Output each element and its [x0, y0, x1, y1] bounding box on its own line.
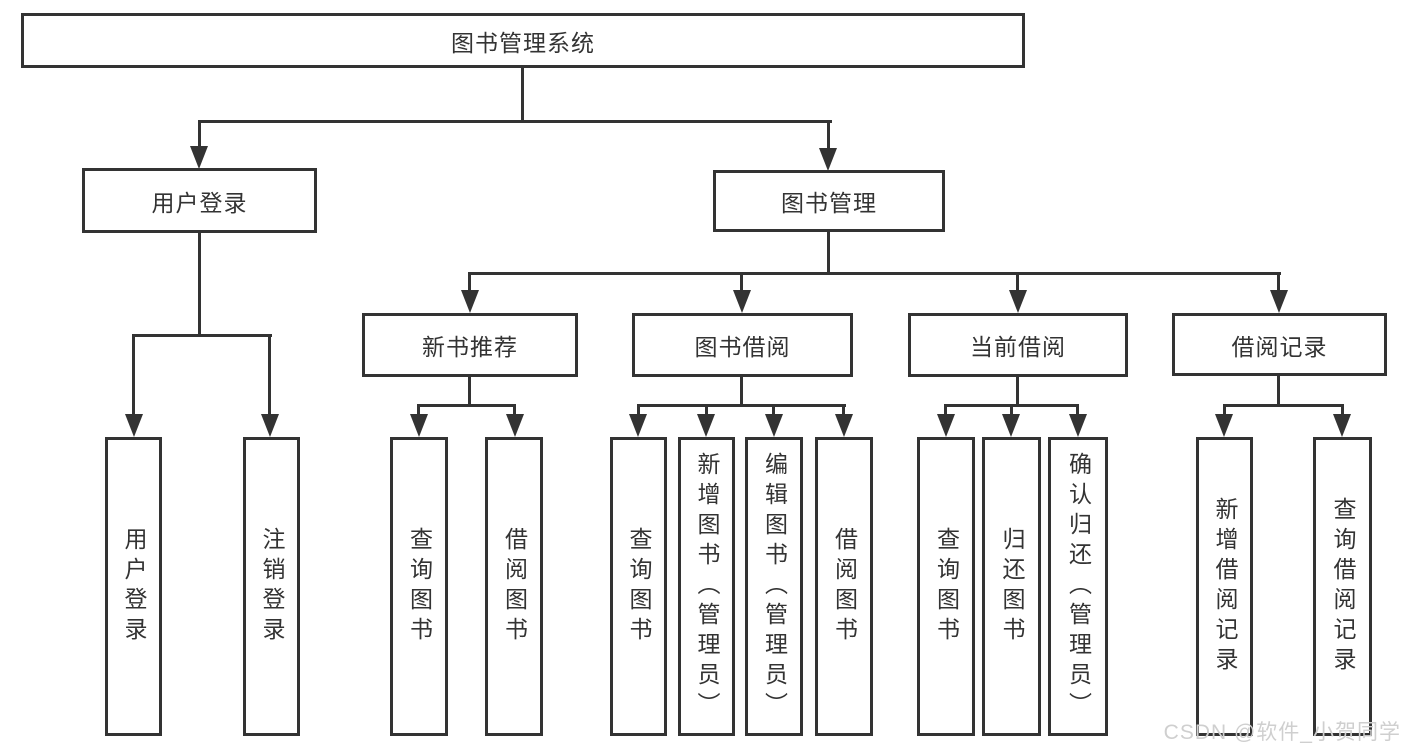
arrow-down-icon	[937, 414, 955, 437]
connector-borrow-drop	[740, 377, 743, 406]
arrow-down-icon	[1069, 414, 1087, 437]
leaf-borrow-query: 查询图书	[610, 437, 667, 736]
connector-borrow-stem	[705, 404, 708, 416]
leaf-label: 用户登录	[121, 526, 147, 647]
leaf-borrow-borrow: 借阅图书	[815, 437, 873, 736]
leaf-label: 注销登录	[259, 526, 285, 647]
arrow-down-icon	[819, 148, 837, 171]
connector-login-stem	[268, 334, 271, 414]
leaf-label: 确认归还（管理员）	[1065, 451, 1092, 722]
connector-newbook-hbar	[417, 404, 516, 407]
arrow-down-icon	[125, 414, 143, 437]
arrow-down-icon	[261, 414, 279, 437]
leaf-label: 新增借阅记录	[1212, 496, 1238, 677]
arrow-down-icon	[190, 146, 208, 169]
connector-mgmt-hbar	[468, 272, 1281, 275]
connector-newbook-stem	[513, 404, 516, 416]
node-current-borrow: 当前借阅	[908, 313, 1128, 377]
connector-records-stem	[1341, 404, 1344, 416]
leaf-borrow-edit: 编辑图书（管理员）	[745, 437, 803, 736]
leaf-user-login: 用户登录	[105, 437, 162, 736]
arrow-down-icon	[697, 414, 715, 437]
leaf-records-query: 查询借阅记录	[1313, 437, 1372, 736]
leaf-label: 借阅图书	[831, 526, 858, 647]
connector-mgmt-stem	[468, 272, 471, 292]
arrow-down-icon	[733, 290, 751, 313]
connector-root-drop	[521, 68, 524, 120]
arrow-down-icon	[1002, 414, 1020, 437]
connector-records-drop	[1277, 376, 1280, 406]
connector-records-hbar	[1223, 404, 1344, 407]
connector-borrow-hbar	[637, 404, 846, 407]
node-root: 图书管理系统	[21, 13, 1025, 68]
arrow-down-icon	[461, 290, 479, 313]
arrow-down-icon	[1009, 290, 1027, 313]
leaf-label: 查询图书	[933, 526, 960, 647]
leaf-label: 归还图书	[999, 526, 1025, 647]
leaf-newbook-query: 查询图书	[390, 437, 448, 736]
leaf-label: 新增图书（管理员）	[694, 451, 720, 722]
leaf-current-confirm: 确认归还（管理员）	[1048, 437, 1108, 736]
arrow-down-icon	[835, 414, 853, 437]
arrow-down-icon	[629, 414, 647, 437]
node-user-login: 用户登录	[82, 168, 317, 233]
leaf-label: 查询图书	[406, 526, 433, 647]
connector-login-stem	[132, 334, 135, 414]
connector-mgmt-drop	[827, 232, 830, 274]
leaf-current-query: 查询图书	[917, 437, 975, 736]
connector-records-stem	[1223, 404, 1226, 416]
connector-l1-stem-right	[827, 120, 830, 150]
connector-current-stem	[1076, 404, 1079, 416]
connector-newbook-drop	[468, 377, 471, 406]
connector-login-drop	[198, 233, 201, 336]
leaf-current-return: 归还图书	[982, 437, 1041, 736]
leaf-label: 查询借阅记录	[1330, 496, 1356, 677]
arrow-down-icon	[1270, 290, 1288, 313]
arrow-down-icon	[1333, 414, 1351, 437]
leaf-label: 查询图书	[626, 526, 652, 647]
connector-current-stem	[1010, 404, 1013, 416]
arrow-down-icon	[1215, 414, 1233, 437]
connector-borrow-stem	[772, 404, 775, 416]
connector-mgmt-stem	[740, 272, 743, 292]
connector-current-drop	[1016, 377, 1019, 406]
connector-login-hbar	[132, 334, 272, 337]
leaf-borrow-add: 新增图书（管理员）	[678, 437, 735, 736]
leaf-newbook-borrow: 借阅图书	[485, 437, 543, 736]
arrow-down-icon	[506, 414, 524, 437]
node-new-book-recommend: 新书推荐	[362, 313, 578, 377]
connector-current-stem	[944, 404, 947, 416]
node-book-borrow: 图书借阅	[632, 313, 853, 377]
connector-newbook-stem	[417, 404, 420, 416]
connector-borrow-stem	[842, 404, 845, 416]
connector-borrow-stem	[637, 404, 640, 416]
leaf-records-add: 新增借阅记录	[1196, 437, 1253, 736]
watermark: CSDN @软件_小贺同学	[1163, 721, 1401, 744]
connector-mgmt-stem	[1277, 272, 1280, 292]
node-borrow-records: 借阅记录	[1172, 313, 1387, 376]
node-book-management: 图书管理	[713, 170, 945, 232]
connector-l1-hbar	[198, 120, 832, 123]
leaf-logout: 注销登录	[243, 437, 300, 736]
leaf-label: 编辑图书（管理员）	[761, 451, 788, 722]
connector-mgmt-stem	[1016, 272, 1019, 292]
leaf-label: 借阅图书	[501, 526, 528, 647]
arrow-down-icon	[765, 414, 783, 437]
arrow-down-icon	[410, 414, 428, 437]
connector-l1-stem-left	[198, 120, 201, 148]
